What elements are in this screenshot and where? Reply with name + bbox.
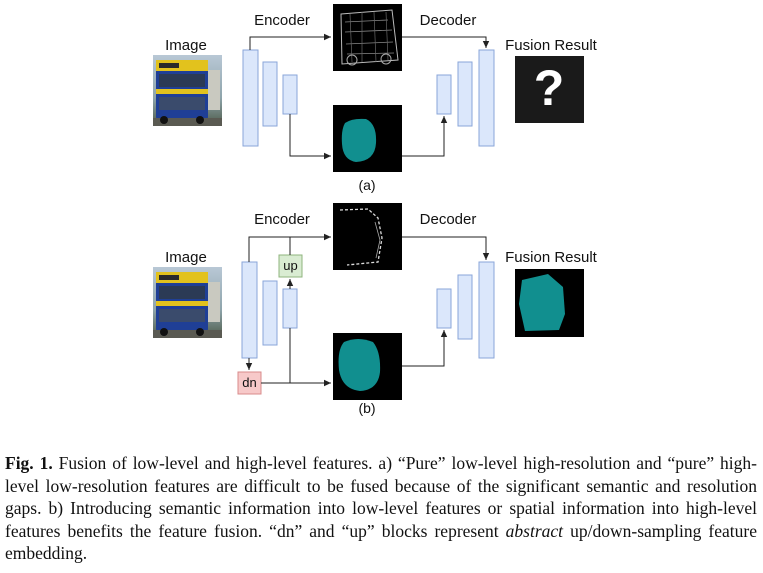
- bus-image: [153, 267, 222, 338]
- question-mark: ?: [534, 60, 565, 116]
- decoder-block-2: [457, 61, 473, 127]
- figure-caption: Fig. 1. Fusion of low-level and high-lev…: [5, 452, 757, 565]
- fusion-result-box: [515, 56, 584, 123]
- bus-image: [153, 55, 222, 126]
- figure-number: Fig. 1.: [5, 453, 53, 473]
- decoder-label: Decoder: [420, 211, 477, 228]
- decoder-block-2: [457, 274, 473, 340]
- low-level-feature-map: [333, 203, 402, 270]
- decoder-block-3: [478, 261, 495, 359]
- fusion-result-map: [515, 269, 584, 337]
- fusion-result-label: Fusion Result: [505, 249, 598, 266]
- caption-text-1: Fusion of low-level and high-level featu…: [5, 453, 757, 541]
- panel-b: Image Encoder up dn: [153, 203, 598, 416]
- subfig-label-a: (a): [358, 177, 375, 193]
- encoder-block-3: [282, 288, 298, 329]
- image-label: Image: [165, 37, 207, 54]
- caption-italic-word: abstract: [505, 520, 564, 541]
- encoder-label: Encoder: [254, 12, 310, 29]
- high-level-feature-map: [333, 333, 402, 400]
- decoder-block-1: [436, 288, 452, 329]
- caption-text-2: up/down-sampling feature embedding.: [5, 520, 757, 564]
- figure-diagram: Image Encoder: [153, 4, 598, 416]
- up-block-label: up: [283, 258, 297, 273]
- encoder-block-2: [262, 280, 278, 346]
- high-level-feature-map: [333, 105, 402, 172]
- fusion-result-label: Fusion Result: [505, 37, 598, 54]
- encoder-label: Encoder: [254, 211, 310, 228]
- encoder-block-2: [262, 61, 278, 127]
- dn-block-label: dn: [242, 375, 256, 390]
- subfig-label-b: (b): [358, 400, 375, 416]
- encoder-block-1: [241, 261, 258, 359]
- decoder-block-3: [478, 49, 495, 147]
- panel-a: Image Encoder: [153, 4, 598, 193]
- image-label: Image: [165, 249, 207, 266]
- encoder-block-1: [242, 49, 259, 147]
- decoder-label: Decoder: [420, 12, 477, 29]
- low-level-feature-map: [333, 4, 402, 71]
- decoder-block-1: [436, 74, 452, 115]
- encoder-block-3: [282, 74, 298, 115]
- figure-svg: Image Encoder: [153, 4, 598, 416]
